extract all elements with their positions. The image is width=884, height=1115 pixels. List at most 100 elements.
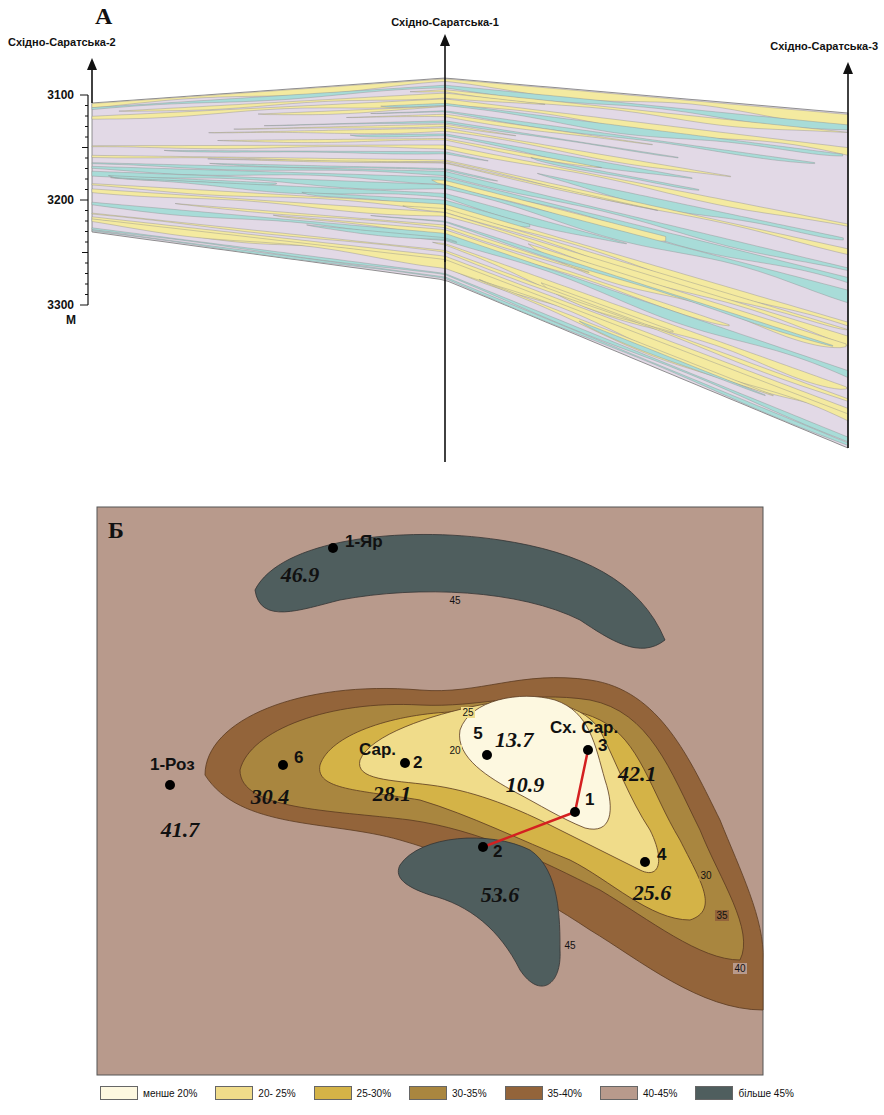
depth-tick	[85, 105, 88, 106]
well-label: 4	[657, 845, 666, 865]
legend-swatch	[100, 1086, 138, 1100]
legend-swatch	[215, 1086, 253, 1100]
depth-tick	[85, 221, 88, 222]
well-label: 3	[598, 736, 607, 756]
legend-swatch	[600, 1086, 638, 1100]
axis-label: М	[66, 313, 76, 327]
axis-label: Б	[108, 517, 124, 544]
rock-layer	[579, 321, 765, 396]
contour-label: 35	[715, 910, 728, 921]
isoline-30	[320, 707, 706, 920]
depth-tick	[85, 137, 88, 138]
well-arrow	[843, 62, 853, 74]
axis-label: Східно-Саратська-3	[770, 40, 878, 52]
legend-text: 35-40%	[548, 1088, 582, 1099]
map-frame	[97, 507, 763, 1075]
legend-text: 25-30%	[357, 1088, 391, 1099]
legend-text: більше 45%	[738, 1088, 793, 1099]
isoline-value: 25.6	[633, 880, 672, 906]
depth-tick	[82, 147, 88, 148]
depth-tick	[85, 168, 88, 169]
isoline-45-north	[255, 534, 665, 648]
isoline-value: 42.1	[618, 761, 657, 787]
isoline-20	[460, 696, 611, 829]
depth-tick	[85, 116, 88, 117]
contour-label: 45	[448, 595, 461, 606]
contour-label: 20	[448, 745, 461, 756]
axis-label: А	[95, 3, 112, 30]
well-line	[847, 72, 849, 448]
well-line	[444, 100, 446, 462]
section-body	[92, 78, 848, 448]
isoline-value: 46.9	[281, 562, 320, 588]
contour-label: 45	[563, 940, 576, 951]
legend-swatch	[505, 1086, 543, 1100]
depth-tick	[80, 95, 88, 96]
legend-text: 30-35%	[452, 1088, 486, 1099]
profile-line	[483, 750, 588, 847]
legend-item: більше 45%	[695, 1086, 793, 1100]
depth-tick	[80, 200, 88, 201]
legend-item: менше 20%	[100, 1086, 197, 1100]
isoline-45-south	[398, 838, 560, 986]
depth-tick	[85, 210, 88, 211]
axis-label: 3100	[47, 88, 74, 102]
axis-label: 3200	[47, 193, 74, 207]
axis-label: 3300	[47, 298, 74, 312]
rock-layer	[92, 219, 848, 421]
depth-tick	[85, 158, 88, 159]
axis-label: Східно-Саратська-2	[8, 36, 116, 48]
depth-tick	[85, 284, 88, 285]
legend-item: 35-40%	[505, 1086, 582, 1100]
well-label: 1	[585, 790, 594, 810]
isoline-value: 53.6	[481, 882, 520, 908]
legend-item: 20- 25%	[215, 1086, 295, 1100]
rock-layer	[92, 217, 848, 415]
isoline-value: 28.1	[373, 781, 412, 807]
isoline-value: 13.7	[495, 727, 534, 753]
well-label: Сх. Сар.	[550, 718, 618, 738]
rock-layer	[92, 228, 848, 442]
legend-text: 40-45%	[643, 1088, 677, 1099]
well-line	[91, 68, 93, 103]
legend-item: 30-35%	[409, 1086, 486, 1100]
rock-layer	[258, 106, 444, 115]
legend-swatch	[314, 1086, 352, 1100]
legend-item: 40-45%	[600, 1086, 677, 1100]
rock-layer	[479, 279, 773, 396]
well-label: Сар.	[359, 740, 396, 760]
isoline-value: 41.7	[161, 817, 200, 843]
rock-layer	[92, 166, 848, 282]
depth-tick	[85, 189, 88, 190]
depth-tick	[85, 231, 88, 232]
isoline-40	[205, 678, 763, 1010]
well-label: 6	[294, 748, 303, 768]
well-arrow	[87, 58, 97, 70]
depth-tick	[85, 263, 88, 264]
well-dots	[165, 543, 650, 867]
axis-label: Східно-Саратська-1	[391, 16, 499, 28]
legend-item: 25-30%	[314, 1086, 391, 1100]
legend-swatch	[409, 1086, 447, 1100]
depth-tick	[85, 126, 88, 127]
depth-tick	[85, 179, 88, 180]
well-label: 1-Яр	[345, 532, 383, 552]
well-arrow	[440, 34, 450, 46]
rock-layer	[433, 242, 847, 389]
contour-label: 25	[461, 707, 474, 718]
rock-layer	[92, 230, 848, 446]
depth-tick	[80, 305, 88, 306]
well-label: 2	[493, 842, 502, 862]
contour-label: 30	[699, 870, 712, 881]
legend-text: менше 20%	[143, 1088, 197, 1099]
contour-label: 40	[733, 963, 746, 974]
depth-tick	[85, 294, 88, 295]
depth-tick	[82, 252, 88, 253]
depth-tick	[85, 273, 88, 274]
isoline-value: 10.9	[506, 772, 545, 798]
legend-swatch	[695, 1086, 733, 1100]
well-label: 5	[473, 724, 482, 744]
legend-text: 20- 25%	[258, 1088, 295, 1099]
